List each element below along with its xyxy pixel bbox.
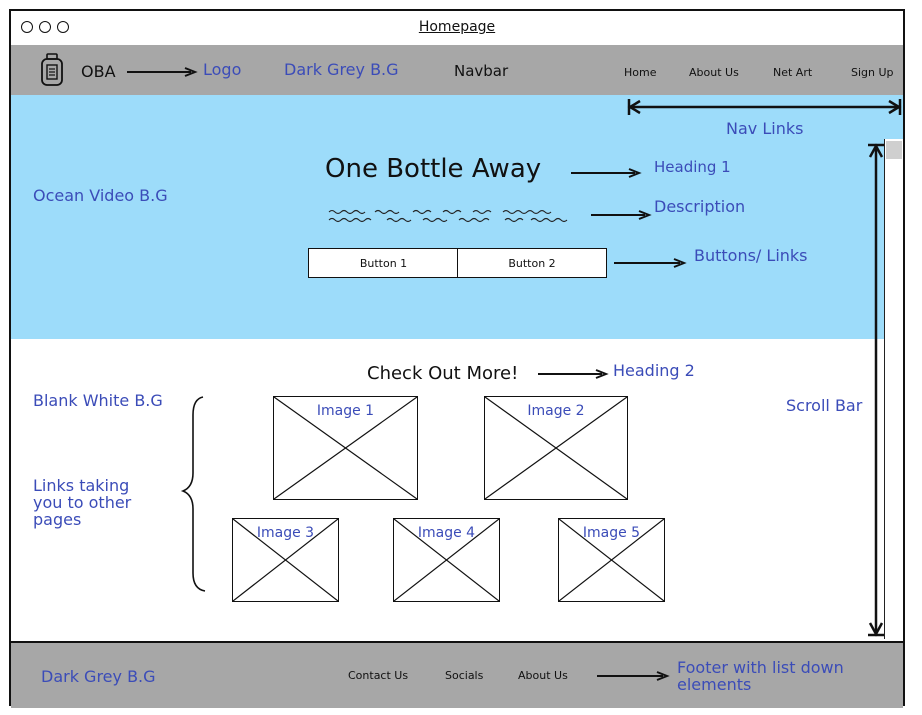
heading2-annotation: Heading 2 <box>613 361 695 380</box>
arrow-icon <box>538 369 609 379</box>
hero-button-1[interactable]: Button 1 <box>308 248 459 278</box>
arrow-icon <box>614 258 687 268</box>
arrow-icon <box>571 168 642 178</box>
content-heading: Check Out More! <box>367 363 519 384</box>
maximize-window-button[interactable] <box>57 21 69 33</box>
scrollbar[interactable] <box>884 139 903 639</box>
arrow-icon <box>591 210 652 220</box>
hero-bg-annotation: Ocean Video B.G <box>33 186 168 205</box>
image-link-5[interactable]: Image 5 <box>558 518 665 602</box>
scrollbar-span-arrow-icon <box>868 143 884 637</box>
footer-link-socials[interactable]: Socials <box>445 669 484 682</box>
image-label: Image 5 <box>582 525 641 541</box>
close-window-button[interactable] <box>21 21 33 33</box>
heading1-annotation: Heading 1 <box>654 158 731 176</box>
footer: Dark Grey B.G Contact Us Socials About U… <box>11 641 903 708</box>
footer-bg-annotation: Dark Grey B.G <box>41 667 156 686</box>
nav-links-annotation: Nav Links <box>726 119 804 138</box>
content-bg-annotation: Blank White B.G <box>33 391 163 410</box>
nav-links-span-arrow-icon <box>627 99 902 115</box>
image-label: Image 1 <box>316 403 375 419</box>
image-label: Image 4 <box>417 525 476 541</box>
nav-link-net-art[interactable]: Net Art <box>773 66 813 79</box>
hero-section: Nav Links Ocean Video B.G One Bottle Awa… <box>11 95 903 340</box>
hero-button-2[interactable]: Button 2 <box>457 248 607 278</box>
image-label: Image 2 <box>527 403 585 419</box>
nav-link-sign-up[interactable]: Sign Up <box>851 66 894 79</box>
window-title: Homepage <box>418 19 496 35</box>
nav-link-about-us[interactable]: About Us <box>689 66 739 79</box>
title-bar: Homepage <box>11 11 903 47</box>
description-annotation: Description <box>654 197 746 216</box>
minimize-window-button[interactable] <box>39 21 51 33</box>
image-link-2[interactable]: Image 2 <box>484 396 628 500</box>
navbar: OBA Logo Dark Grey B.G Navbar Home About… <box>11 45 903 97</box>
footer-link-about-us[interactable]: About Us <box>518 669 568 682</box>
navbar-bg-annotation: Dark Grey B.G <box>284 60 399 79</box>
image-link-4[interactable]: Image 4 <box>393 518 500 602</box>
arrow-icon <box>127 67 198 77</box>
hero-heading: One Bottle Away <box>325 154 542 184</box>
image-link-1[interactable]: Image 1 <box>273 396 418 500</box>
nav-link-home[interactable]: Home <box>624 66 657 79</box>
footer-annotation: Footer with list down elements <box>677 658 844 694</box>
image-link-3[interactable]: Image 3 <box>232 518 339 602</box>
browser-window: Homepage OBA Logo Dark Grey B.G Navbar H… <box>9 9 905 708</box>
arrow-icon <box>597 671 670 681</box>
logo-text[interactable]: OBA <box>81 62 116 81</box>
links-annotation: Links taking you to other pages <box>33 476 132 529</box>
buttons-annotation: Buttons/ Links <box>694 246 808 265</box>
footer-link-contact-us[interactable]: Contact Us <box>348 669 409 682</box>
description-scribble <box>328 209 568 223</box>
brace-icon <box>180 396 206 592</box>
navbar-label: Navbar <box>454 62 509 80</box>
scrollbar-thumb[interactable] <box>886 141 902 159</box>
logo-annotation: Logo <box>203 60 242 79</box>
scrollbar-annotation: Scroll Bar <box>786 396 863 415</box>
bottle-logo-icon[interactable] <box>39 53 65 87</box>
content-section: Check Out More! Heading 2 Blank White B.… <box>11 339 903 641</box>
image-label: Image 3 <box>256 525 315 541</box>
